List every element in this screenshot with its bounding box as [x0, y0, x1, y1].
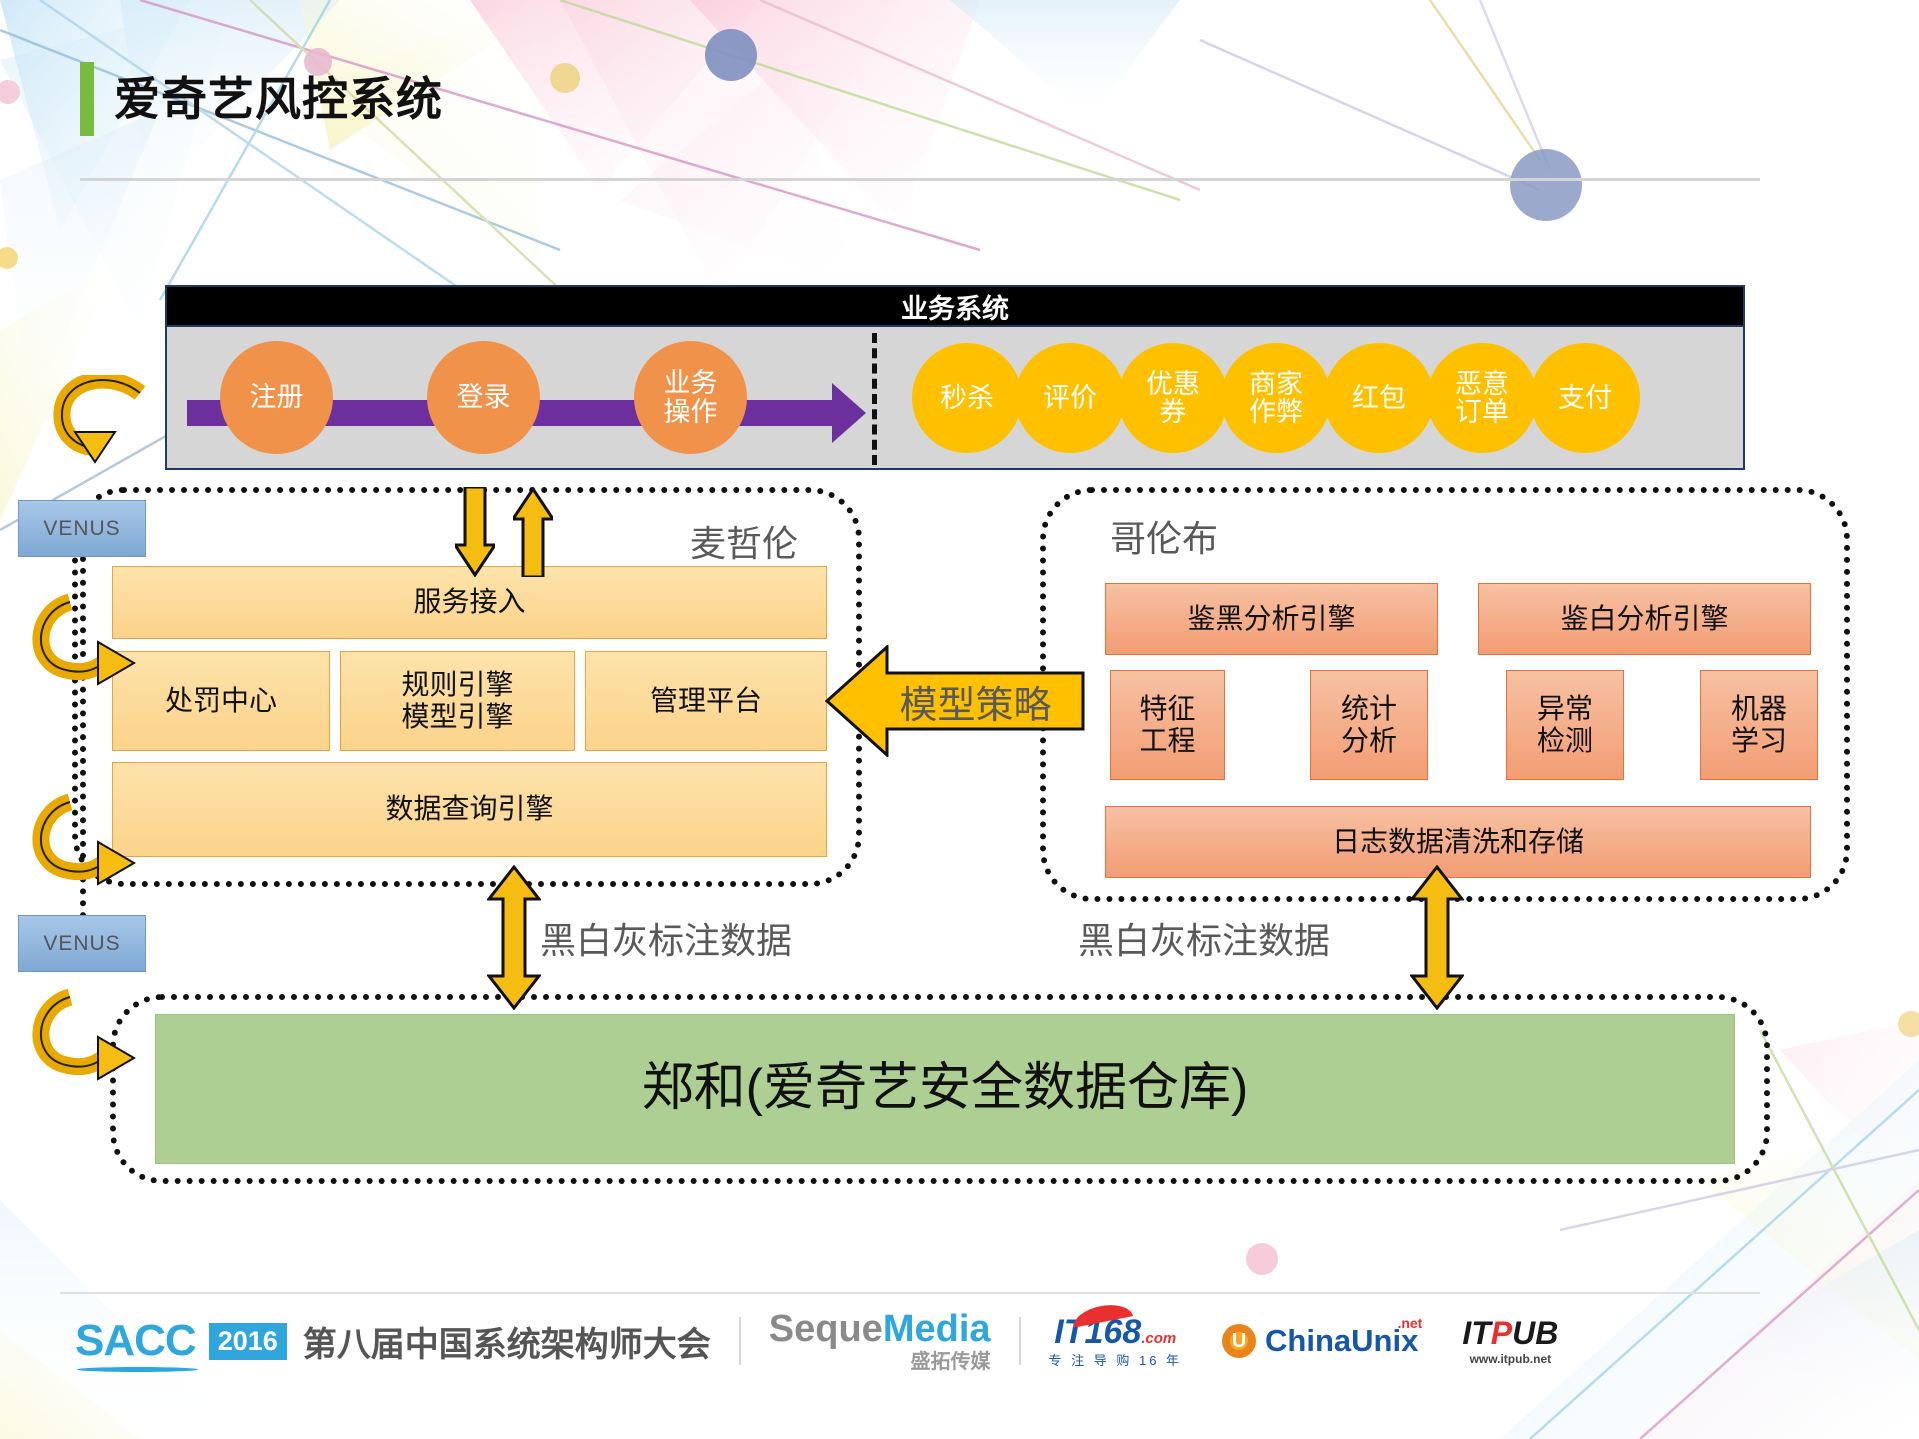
punishment-center-block[interactable]: 处罚中心 — [112, 651, 330, 751]
stage-circle-register-label: 注册 — [249, 382, 304, 413]
footer-separator-2 — [1018, 1317, 1021, 1365]
venus-dotted-connector — [80, 556, 86, 966]
flow-arrow-head — [832, 383, 866, 443]
risk-circle-merchant-fraud[interactable]: 商家作弊 — [1221, 343, 1331, 453]
risk-circle-redpacket-label: 红包 — [1352, 382, 1406, 413]
itpub-sub: www.itpub.net — [1469, 1352, 1552, 1366]
risk-circle-seckill-label: 秒杀 — [940, 382, 994, 413]
statistical-analysis-label: 统计分析 — [1340, 692, 1397, 756]
rule-model-engine-block[interactable]: 规则引擎模型引擎 — [340, 651, 575, 751]
sequemedia-name-b: Media — [882, 1308, 991, 1350]
footer-separator-1 — [738, 1317, 741, 1365]
management-platform-label: 管理平台 — [649, 684, 762, 716]
data-query-engine-label: 数据查询引擎 — [385, 793, 554, 825]
sponsor-itpub: ITPUB www.itpub.net — [1462, 1317, 1558, 1365]
sponsor-it168: IT168.com 专 注 导 购 16 年 — [1048, 1300, 1183, 1368]
risk-circle-payment[interactable]: 支付 — [1530, 343, 1640, 453]
stage-circle-login[interactable]: 登录 — [427, 341, 540, 454]
punishment-center-label: 处罚中心 — [164, 684, 277, 716]
left-data-label: 黑白灰标注数据 — [540, 920, 793, 961]
machine-learning-label: 机器学习 — [1730, 692, 1787, 756]
risk-circle-malicious-order-label: 恶意订单 — [1455, 368, 1509, 427]
footer-bar: SACC 2016 第八届中国系统架构师大会 SequeMedia 盛拓传媒 I… — [75, 1300, 1558, 1377]
sequemedia-sub: 盛拓传媒 — [910, 1351, 991, 1373]
venus-badge-top[interactable]: VENUS — [18, 500, 146, 557]
management-platform-block[interactable]: 管理平台 — [585, 651, 827, 751]
chinaunix-suffix: .net — [1397, 1315, 1423, 1331]
sacc-underline — [77, 1367, 198, 1372]
business-system-title: 业务系统 — [901, 293, 1009, 324]
statistical-analysis-block[interactable]: 统计分析 — [1310, 670, 1428, 780]
sponsor-sequemedia: SequeMedia 盛拓传媒 — [769, 1310, 991, 1372]
business-system-header: 业务系统 — [165, 285, 1745, 327]
white-analysis-engine-block[interactable]: 鉴白分析引擎 — [1478, 583, 1811, 655]
stage-circle-operation[interactable]: 业务操作 — [634, 341, 747, 454]
chinaunix-name: ChinaUnix — [1265, 1323, 1419, 1358]
itpub-name-a: IT — [1462, 1315, 1491, 1351]
sacc-year-badge: 2016 — [208, 1322, 287, 1360]
warehouse-label: 郑和(爱奇艺安全数据仓库) — [641, 1059, 1249, 1118]
title-text: 爱奇艺风控系统 — [114, 73, 443, 125]
risk-circle-malicious-order[interactable]: 恶意订单 — [1427, 343, 1537, 453]
page-title: 爱奇艺风控系统 — [80, 62, 443, 136]
stage-circle-login-label: 登录 — [456, 382, 511, 413]
venus-badge-bottom-label: VENUS — [43, 931, 121, 955]
risk-circle-payment-label: 支付 — [1558, 382, 1612, 413]
model-strategy-label: 模型策略 — [899, 684, 1052, 727]
service-access-label: 服务接入 — [413, 586, 526, 618]
log-storage-label: 日志数据清洗和存储 — [1331, 825, 1584, 857]
itpub-name-b: P — [1490, 1315, 1513, 1351]
risk-circle-merchant-fraud-label: 商家作弊 — [1249, 368, 1303, 427]
white-analysis-engine-label: 鉴白分析引擎 — [1560, 602, 1729, 634]
chinaunix-mark-icon: U — [1222, 1324, 1257, 1358]
business-system-band: 业务系统 注册 登录 业务操作 秒杀 评价 优惠券 商家作弊 红包 恶意订单 支… — [165, 285, 1745, 470]
risk-circle-coupon[interactable]: 优惠券 — [1118, 343, 1228, 453]
risk-circle-review[interactable]: 评价 — [1015, 343, 1125, 453]
sacc-logo-text: SACC — [75, 1316, 197, 1365]
anomaly-detection-label: 异常检测 — [1536, 692, 1593, 756]
venus-badge-bottom[interactable]: VENUS — [18, 915, 146, 972]
header-divider — [80, 178, 1760, 181]
curved-arrow-1-icon — [53, 375, 146, 464]
risk-circle-seckill[interactable]: 秒杀 — [912, 343, 1022, 453]
risk-circle-review-label: 评价 — [1043, 382, 1097, 413]
sacc-logo: SACC — [75, 1316, 198, 1372]
stage-circle-operation-label: 业务操作 — [663, 368, 718, 427]
business-system-body: 注册 登录 业务操作 秒杀 评价 优惠券 商家作弊 红包 恶意订单 支付 — [165, 327, 1745, 470]
it168-sub: 专 注 导 购 16 年 — [1048, 1353, 1183, 1368]
columbus-title: 哥伦布 — [1110, 518, 1219, 559]
it168-suffix: .com — [1141, 1330, 1177, 1347]
anomaly-detection-block[interactable]: 异常检测 — [1506, 670, 1624, 780]
title-accent-bar — [80, 62, 94, 136]
feature-engineering-label: 特征工程 — [1139, 692, 1196, 756]
footer-divider — [60, 1292, 1760, 1294]
rule-model-engine-label: 规则引擎模型引擎 — [401, 668, 514, 732]
warehouse-block[interactable]: 郑和(爱奇艺安全数据仓库) — [155, 1014, 1735, 1164]
feature-engineering-block[interactable]: 特征工程 — [1110, 670, 1225, 780]
itpub-name-c: UB — [1512, 1315, 1559, 1351]
service-access-block[interactable]: 服务接入 — [112, 566, 827, 639]
risk-circle-coupon-label: 优惠券 — [1146, 368, 1200, 427]
stage-circle-register[interactable]: 注册 — [220, 341, 333, 454]
band-dashed-divider — [872, 333, 877, 465]
data-query-engine-block[interactable]: 数据查询引擎 — [112, 762, 827, 857]
conference-name: 第八届中国系统架构师大会 — [302, 1325, 711, 1364]
sponsor-chinaunix: U ChinaUnix .net — [1222, 1315, 1422, 1359]
right-data-label: 黑白灰标注数据 — [1078, 920, 1331, 961]
venus-badge-top-label: VENUS — [43, 516, 121, 540]
black-analysis-engine-label: 鉴黑分析引擎 — [1187, 602, 1356, 634]
magellan-title: 麦哲伦 — [690, 523, 799, 564]
sequemedia-name-a: Seque — [768, 1308, 883, 1350]
log-storage-block[interactable]: 日志数据清洗和存储 — [1105, 806, 1811, 878]
risk-circle-redpacket[interactable]: 红包 — [1324, 343, 1434, 453]
machine-learning-block[interactable]: 机器学习 — [1700, 670, 1818, 780]
black-analysis-engine-block[interactable]: 鉴黑分析引擎 — [1105, 583, 1438, 655]
